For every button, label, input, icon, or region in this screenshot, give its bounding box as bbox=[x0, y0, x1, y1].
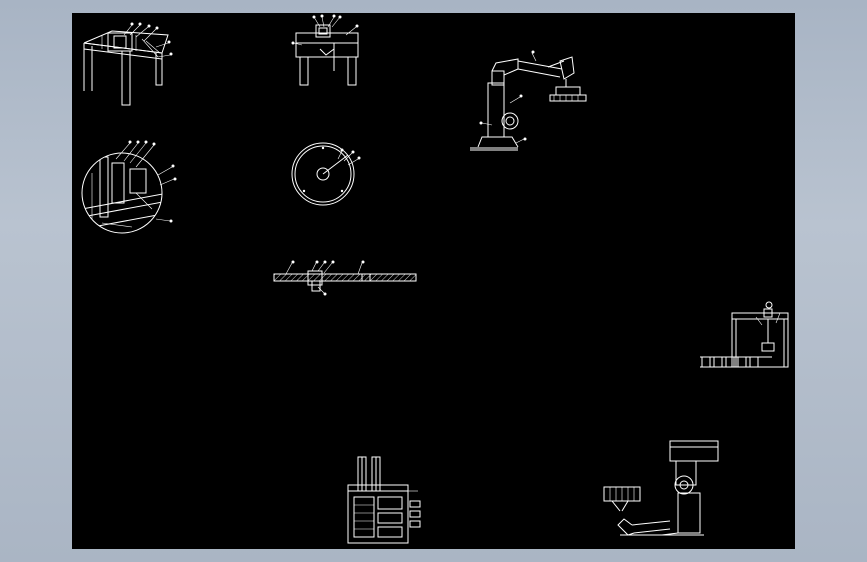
view-palletizing-robot-reversed bbox=[603, 440, 719, 536]
view-table-frame-side bbox=[291, 14, 359, 86]
view-disc-plan bbox=[291, 142, 361, 206]
view-detail-circle-isometric bbox=[81, 140, 177, 234]
view-gantry-conveyor bbox=[700, 301, 789, 368]
view-electrical-cabinet bbox=[347, 456, 421, 544]
view-palletizing-robot-side bbox=[470, 50, 587, 151]
view-plate-section bbox=[273, 260, 417, 296]
cad-drawing-canvas bbox=[81, 14, 789, 544]
view-table-frame-isometric bbox=[83, 22, 173, 106]
cad-drawing-viewport[interactable] bbox=[72, 13, 795, 549]
